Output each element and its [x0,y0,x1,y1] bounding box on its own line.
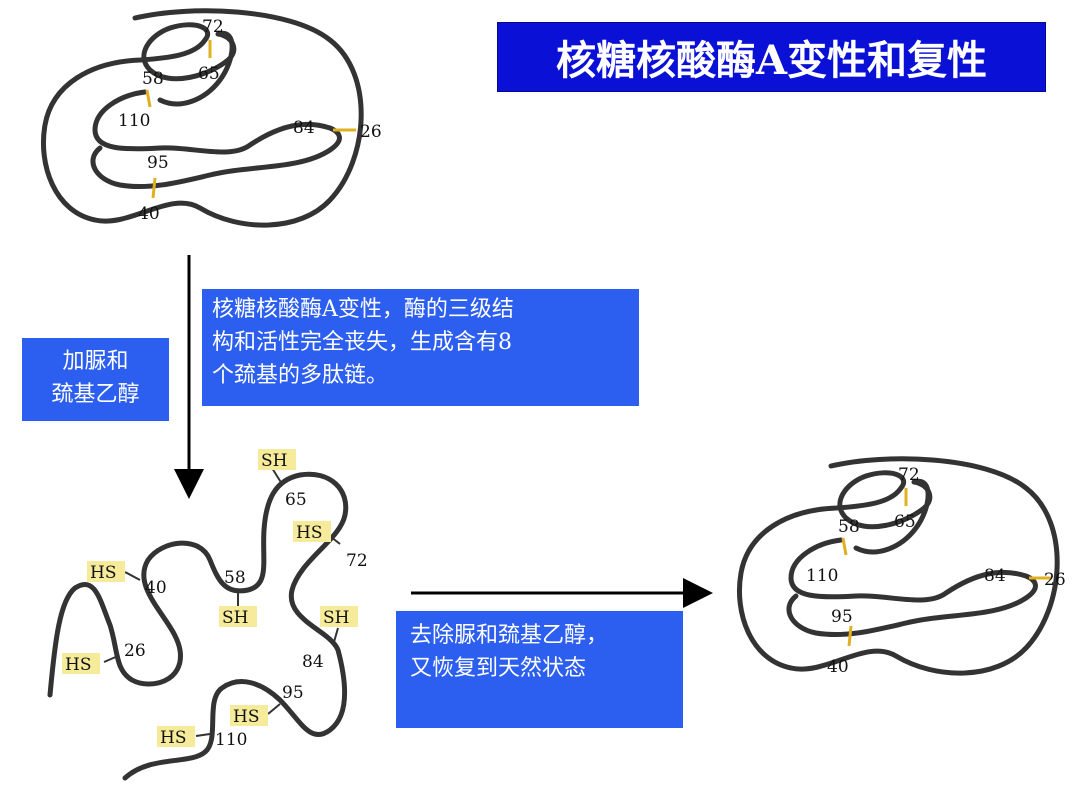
residue-label: 84 [302,652,324,672]
sh-stick [268,704,280,714]
residue-label: 72 [202,17,224,37]
residue-label: 65 [198,64,220,84]
denaturation-note-line: 个巯基的多肽链。 [212,359,639,392]
sh-tag-label: SH [222,608,248,628]
sh-tag-label: HS [90,563,116,583]
denatured-chain [50,474,346,778]
reagent-add-box: 加脲和 巯基乙醇 [22,338,169,421]
native-chain-right [739,459,1057,673]
sh-stick [196,734,210,736]
denaturation-note-line: 构和活性完全丧失，生成含有8 [212,326,639,359]
renaturation-note-line: 去除脲和巯基乙醇， [410,619,683,652]
sh-tag-label: HS [65,655,91,675]
sh-tag-label: HS [233,707,259,727]
disulfide-bond [153,178,155,198]
disulfide-bond [147,90,150,107]
residue-label: 40 [145,578,167,598]
disulfide-bond [849,626,851,646]
sh-tag-label: SH [261,451,287,471]
residue-label: 84 [293,118,315,138]
renaturation-note-line: 又恢复到天然状态 [410,652,683,685]
denatured-structure: SH HS HS SH SH HS HS HS 65 72 40 58 26 8… [50,449,368,778]
residue-label: 58 [224,568,246,588]
residue-label: 110 [806,566,838,586]
denaturation-note-box: 核糖核酸酶A变性，酶的三级结 构和活性完全丧失，生成含有8 个巯基的多肽链。 [202,289,639,406]
reagent-add-line: 巯基乙醇 [22,378,169,411]
residue-label: 95 [147,153,169,173]
disulfide-bond [843,538,846,555]
reagent-add-line: 加脲和 [22,345,169,378]
residue-label: 65 [894,512,916,532]
sh-tag-label: SH [323,608,349,628]
residue-label: 40 [138,204,160,224]
native-structure-top: 72 65 58 110 84 26 95 40 [43,11,381,225]
residue-label: 72 [346,551,368,571]
residue-label: 95 [831,607,853,627]
denaturation-note-line: 核糖核酸酶A变性，酶的三级结 [212,293,639,326]
residue-label: 84 [984,566,1006,586]
residue-label: 110 [118,111,150,131]
native-structure-right: 72 65 58 110 84 26 95 40 [739,459,1065,677]
page-title: 核糖核酸酶A变性和复性 [497,22,1046,92]
sh-tag-label: HS [296,523,322,543]
residue-label: 65 [285,490,307,510]
residue-label: 110 [215,730,247,750]
residue-label: 26 [360,122,382,142]
residue-label: 26 [124,641,146,661]
sh-tag-label: HS [160,728,186,748]
residue-label: 26 [1044,570,1066,590]
renaturation-note-box: 去除脲和巯基乙醇， 又恢复到天然状态 [396,611,683,728]
sh-stick [334,628,338,642]
residue-label: 72 [898,465,920,485]
sh-stick [125,572,140,580]
residue-label: 58 [142,69,164,89]
residue-label: 58 [838,517,860,537]
residue-label: 40 [827,657,849,677]
residue-label: 95 [282,683,304,703]
